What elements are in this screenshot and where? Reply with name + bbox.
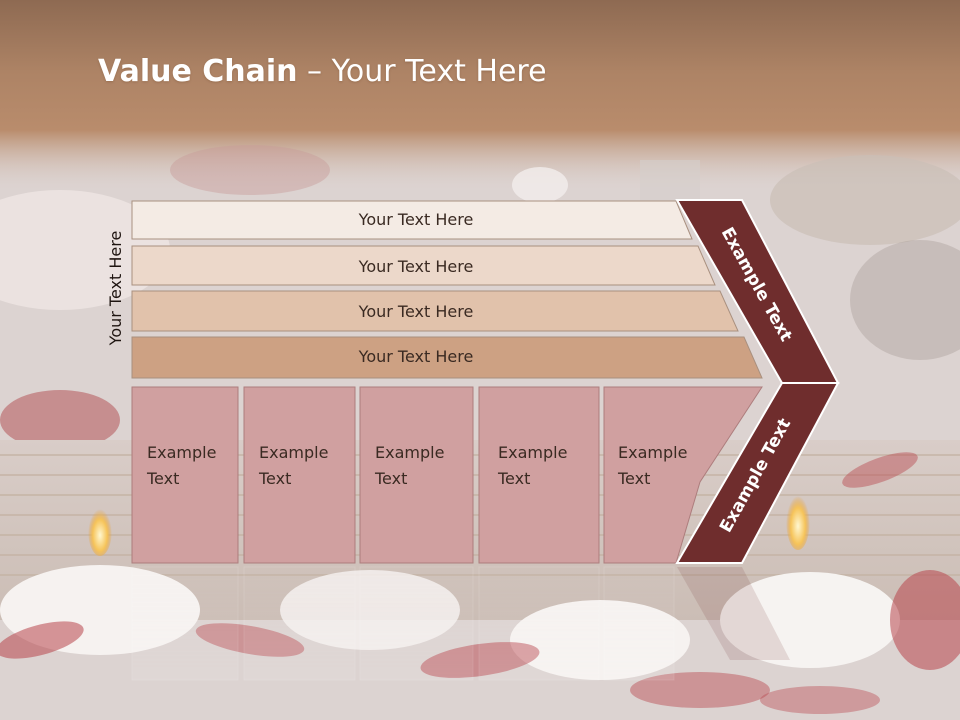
support-row-1-label: Your Text Here: [358, 210, 474, 229]
support-row-1: Your Text Here: [131, 200, 693, 240]
support-row-4-label: Your Text Here: [358, 347, 474, 366]
primary-column-3: Example Text: [359, 386, 474, 564]
reflection-arrow: [677, 567, 790, 660]
margin-arrow-lower: [675, 382, 840, 564]
support-row-2-label: Your Text Here: [358, 257, 474, 276]
primary-column-4-line2: Text: [497, 469, 530, 488]
primary-column-4: Example Text: [478, 386, 600, 564]
primary-column-5-box: [603, 386, 763, 564]
primary-column-2-line2: Text: [258, 469, 291, 488]
primary-column-1-line1: Example: [147, 443, 216, 462]
primary-column-5-text: Example Text: [617, 443, 693, 488]
primary-column-2-text: Example Text: [258, 443, 334, 488]
primary-columns: Example Text Example Text Example Text: [131, 386, 763, 564]
primary-column-4-box: [478, 386, 600, 564]
primary-column-5: Example Text: [603, 386, 763, 564]
primary-column-3-line2: Text: [374, 469, 407, 488]
support-row-3-label: Your Text Here: [358, 302, 474, 321]
support-row-3-bar: [131, 290, 739, 332]
primary-column-1-line2: Text: [146, 469, 179, 488]
primary-column-4-line1: Example: [498, 443, 567, 462]
primary-column-3-line1: Example: [375, 443, 444, 462]
primary-column-2: Example Text: [243, 386, 356, 564]
support-row-4-bar: [131, 336, 763, 379]
reflection-column-2: [243, 566, 356, 681]
support-rows: Your Text Here Your Text Here Your Text …: [131, 200, 763, 379]
reflection-column-1: [131, 566, 239, 681]
support-row-2-bar: [131, 245, 716, 286]
slide-title: Value Chain – Your Text Here: [98, 54, 547, 89]
support-row-3: Your Text Here: [131, 290, 739, 332]
title-rest: Your Text Here: [331, 54, 547, 89]
reflection-column-5: [603, 566, 675, 681]
support-row-1-bar: [131, 200, 693, 240]
side-label: Your Text Here: [106, 231, 125, 347]
primary-column-4-text: Example Text: [497, 443, 573, 488]
primary-column-2-box: [243, 386, 356, 564]
support-row-4: Your Text Here: [131, 336, 763, 379]
primary-column-5-line2: Text: [617, 469, 650, 488]
support-row-2: Your Text Here: [131, 245, 716, 286]
reflection-column-4: [478, 566, 600, 681]
reflection-column-3: [359, 566, 474, 681]
primary-column-1-box: [131, 386, 239, 564]
primary-column-2-line1: Example: [259, 443, 328, 462]
primary-column-5-line1: Example: [618, 443, 687, 462]
title-bold-part: Value Chain: [98, 54, 298, 89]
primary-column-1-text: Example Text: [146, 443, 222, 488]
primary-column-3-text: Example Text: [374, 443, 450, 488]
diagram-reflection: [131, 566, 790, 681]
title-separator: –: [297, 54, 332, 89]
primary-column-1: Example Text: [131, 386, 239, 564]
primary-column-3-box: [359, 386, 474, 564]
